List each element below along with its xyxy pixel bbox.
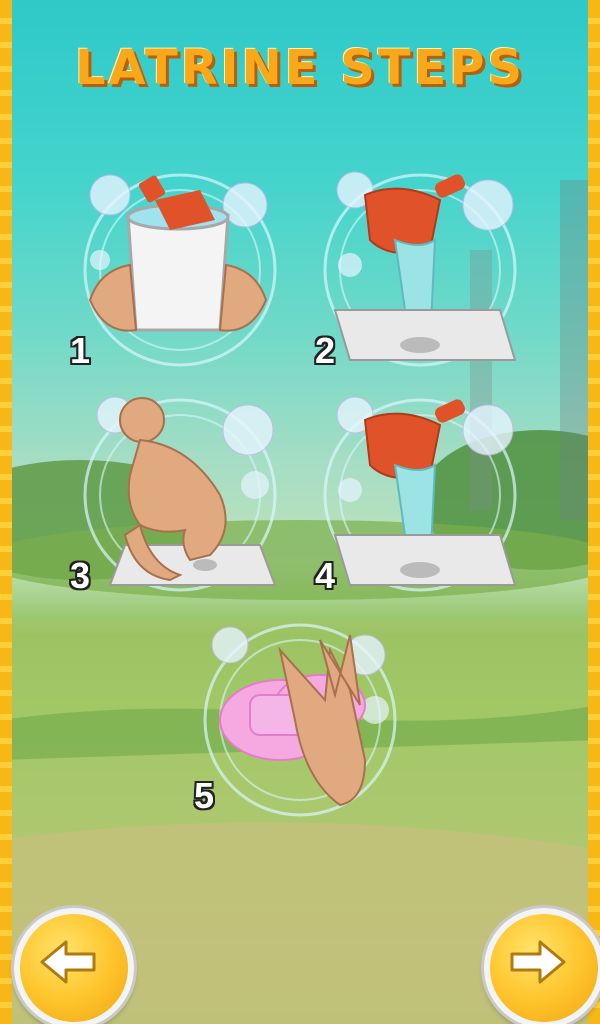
left-arrow-icon [40, 940, 96, 984]
pour-water-latrine-illustration [323, 171, 517, 367]
step-number: 3 [70, 555, 91, 596]
back-button[interactable] [14, 908, 134, 1024]
next-button[interactable] [484, 908, 600, 1024]
step-card-1[interactable]: 1 [70, 160, 290, 380]
right-arrow-icon [510, 940, 566, 984]
step-number: 2 [315, 330, 336, 371]
squatting-person-illustration [83, 396, 277, 592]
right-frame-border [588, 0, 600, 1024]
pour-water-latrine-illustration [323, 396, 517, 592]
step-card-4[interactable]: 4 [310, 385, 530, 605]
bucket-scoop-illustration [83, 173, 277, 367]
hand-washing-soap-illustration [203, 623, 397, 817]
step-number: 1 [70, 330, 91, 371]
step-card-2[interactable]: 2 [310, 160, 530, 380]
step-card-5[interactable]: 5 [190, 610, 410, 830]
left-frame-border [0, 0, 12, 1024]
step-number: 5 [194, 775, 215, 816]
step-card-3[interactable]: 3 [70, 385, 290, 605]
step-number: 4 [315, 555, 336, 596]
page-title: LATRINE STEPS [74, 40, 526, 96]
